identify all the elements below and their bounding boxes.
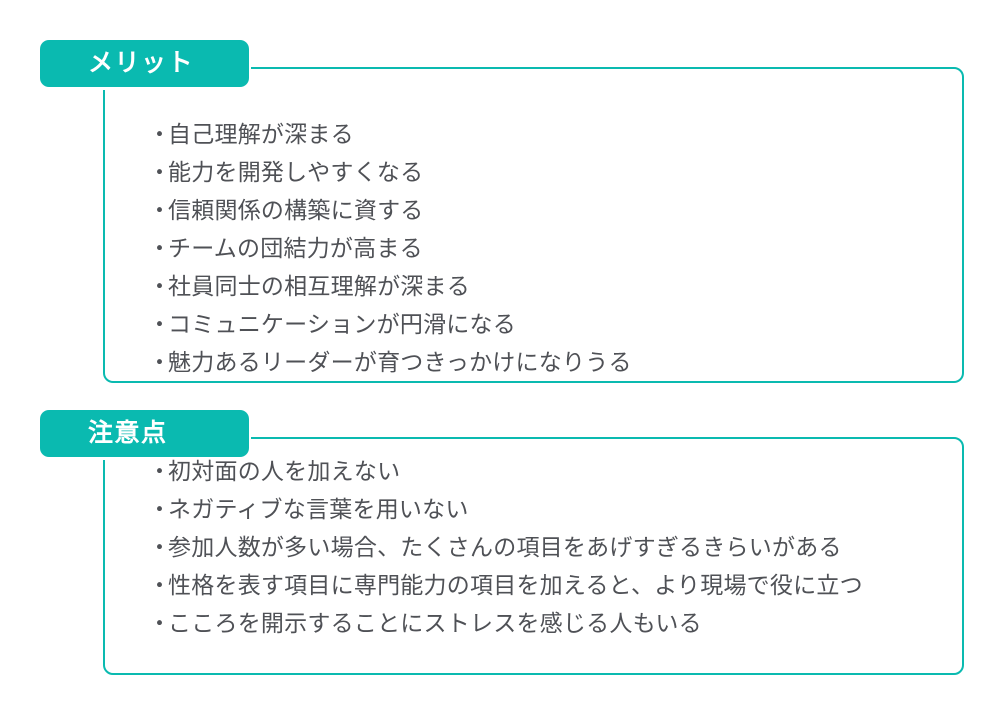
list-item: ・ 魅力あるリーダーが育つきっかけになりうる [148, 343, 632, 381]
bullet-icon: ・ [148, 496, 171, 522]
notes-item-list: ・ 初対面の人を加えない ・ ネガティブな言葉を用いない ・ 参加人数が多い場合… [148, 452, 863, 642]
notes-tab: 注意点 [40, 410, 249, 457]
list-item: ・ 参加人数が多い場合、たくさんの項目をあげすぎるきらいがある [148, 528, 863, 566]
list-item: ・ こころを開示することにストレスを感じる人もいる [148, 604, 863, 642]
merit-tab-label: メリット [88, 49, 195, 77]
list-item-text: チームの団結力が高まる [168, 235, 423, 261]
list-item-text: 信頼関係の構築に資する [168, 197, 424, 223]
bullet-icon: ・ [148, 121, 171, 147]
list-item-text: こころを開示することにストレスを感じる人もいる [168, 610, 702, 636]
list-item: ・ 社員同士の相互理解が深まる [148, 267, 632, 305]
list-item: ・ チームの団結力が高まる [148, 229, 632, 267]
bullet-icon: ・ [148, 458, 171, 484]
list-item: ・ 性格を表す項目に専門能力の項目を加えると、より現場で役に立つ [148, 566, 863, 604]
bullet-icon: ・ [148, 273, 171, 299]
notes-tab-label: 注意点 [88, 419, 168, 447]
list-item-text: コミュニケーションが円滑になる [168, 311, 516, 337]
bullet-icon: ・ [148, 610, 171, 636]
list-item-text: 初対面の人を加えない [168, 458, 401, 484]
bullet-icon: ・ [148, 534, 171, 560]
notes-content-box [103, 437, 964, 675]
bullet-icon: ・ [148, 235, 171, 261]
list-item-text: 社員同士の相互理解が深まる [168, 273, 470, 299]
list-item: ・ 初対面の人を加えない [148, 452, 863, 490]
list-item: ・ 信頼関係の構築に資する [148, 191, 632, 229]
merit-tab: メリット [40, 40, 249, 87]
bullet-icon: ・ [148, 349, 171, 375]
list-item: ・ コミュニケーションが円滑になる [148, 305, 632, 343]
list-item: ・ 能力を開発しやすくなる [148, 153, 632, 191]
list-item-text: 能力を開発しやすくなる [168, 159, 424, 185]
bullet-icon: ・ [148, 572, 171, 598]
list-item-text: ネガティブな言葉を用いない [168, 496, 469, 522]
bullet-icon: ・ [148, 159, 171, 185]
list-item-text: 性格を表す項目に専門能力の項目を加えると、より現場で役に立つ [168, 572, 863, 598]
list-item: ・ 自己理解が深まる [148, 115, 632, 153]
list-item: ・ ネガティブな言葉を用いない [148, 490, 863, 528]
merit-content-box [103, 67, 964, 383]
list-item-text: 自己理解が深まる [168, 121, 354, 147]
merit-item-list: ・ 自己理解が深まる ・ 能力を開発しやすくなる ・ 信頼関係の構築に資する ・… [148, 115, 632, 381]
bullet-icon: ・ [148, 311, 171, 337]
bullet-icon: ・ [148, 197, 171, 223]
list-item-text: 参加人数が多い場合、たくさんの項目をあげすぎるきらいがある [168, 534, 842, 560]
list-item-text: 魅力あるリーダーが育つきっかけになりうる [168, 349, 632, 375]
